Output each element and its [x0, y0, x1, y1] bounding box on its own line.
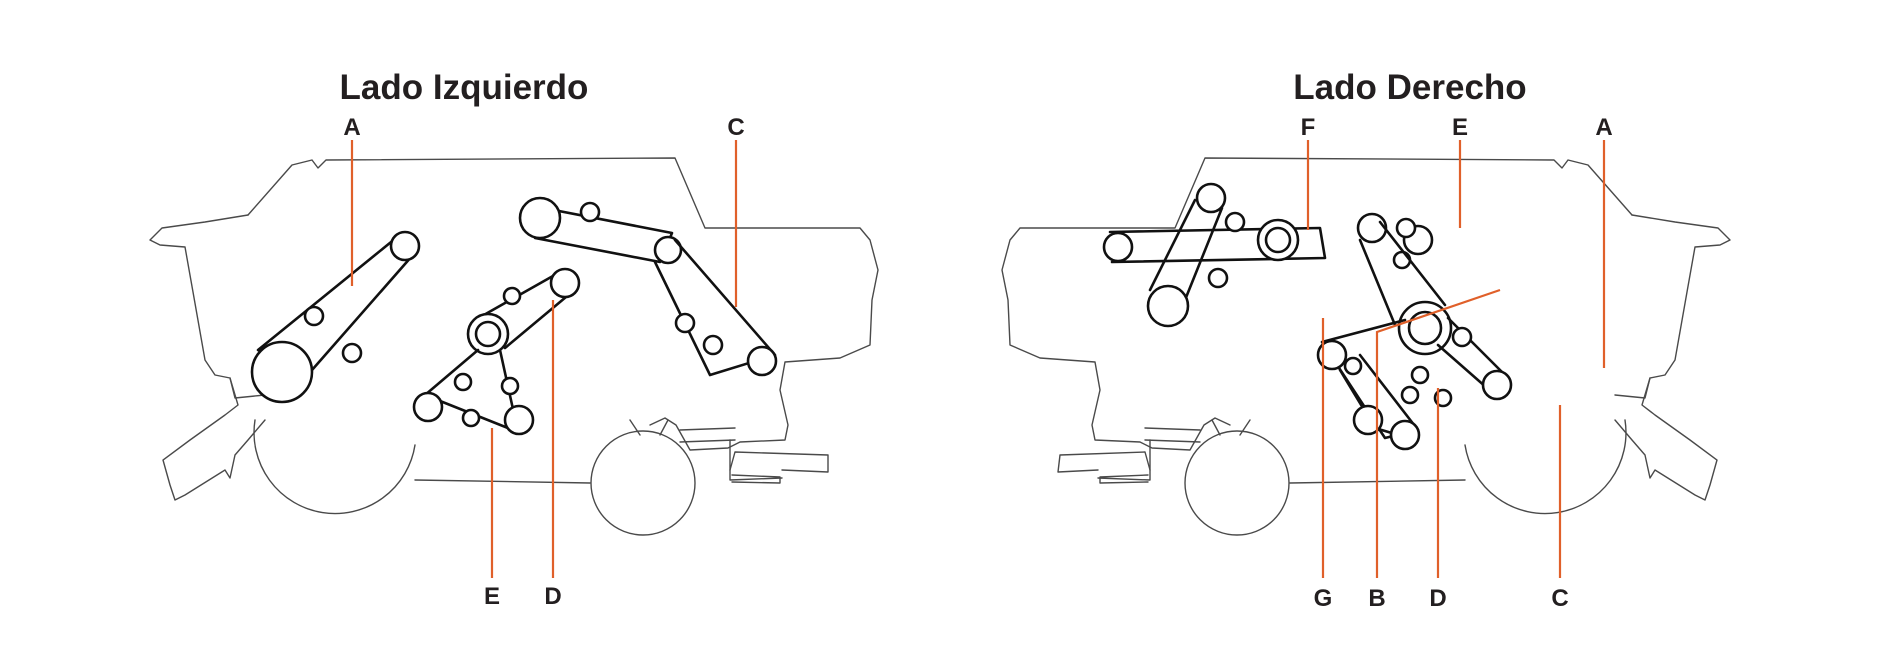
combine-outline-left	[149, 157, 879, 536]
leader-lines-right	[1306, 140, 1606, 578]
belt-drive-c-left	[518, 196, 778, 377]
belt-drive-a-c-d-right	[1316, 300, 1513, 451]
belt-drive-a-left	[250, 230, 421, 404]
label-d-left: D	[544, 583, 561, 610]
belt-drive-f-right	[1102, 182, 1327, 328]
leader-lines-left	[350, 140, 738, 578]
right-side-diagram: F E A G B D C	[1001, 114, 1731, 612]
label-e-left: E	[484, 583, 500, 610]
right-side-panel: Lado Derecho	[940, 0, 1880, 650]
label-e-right: E	[1452, 114, 1468, 141]
left-side-diagram: A C E D	[149, 114, 879, 610]
right-side-title: Lado Derecho	[1293, 68, 1527, 107]
combine-outline-right	[1001, 157, 1731, 536]
label-a-left: A	[343, 114, 360, 141]
label-c-left: C	[727, 114, 744, 141]
label-d-right: D	[1429, 585, 1446, 612]
belt-drive-e-right	[1256, 212, 1447, 327]
label-a-right: A	[1595, 114, 1612, 141]
label-f-right: F	[1301, 114, 1316, 141]
label-b-right: B	[1368, 585, 1385, 612]
left-side-title: Lado Izquierdo	[339, 68, 589, 107]
left-side-panel: Lado Izquierdo	[149, 68, 879, 610]
label-c-right: C	[1551, 585, 1568, 612]
belt-drive-d-e-left	[412, 267, 581, 436]
label-g-right: G	[1314, 585, 1333, 612]
